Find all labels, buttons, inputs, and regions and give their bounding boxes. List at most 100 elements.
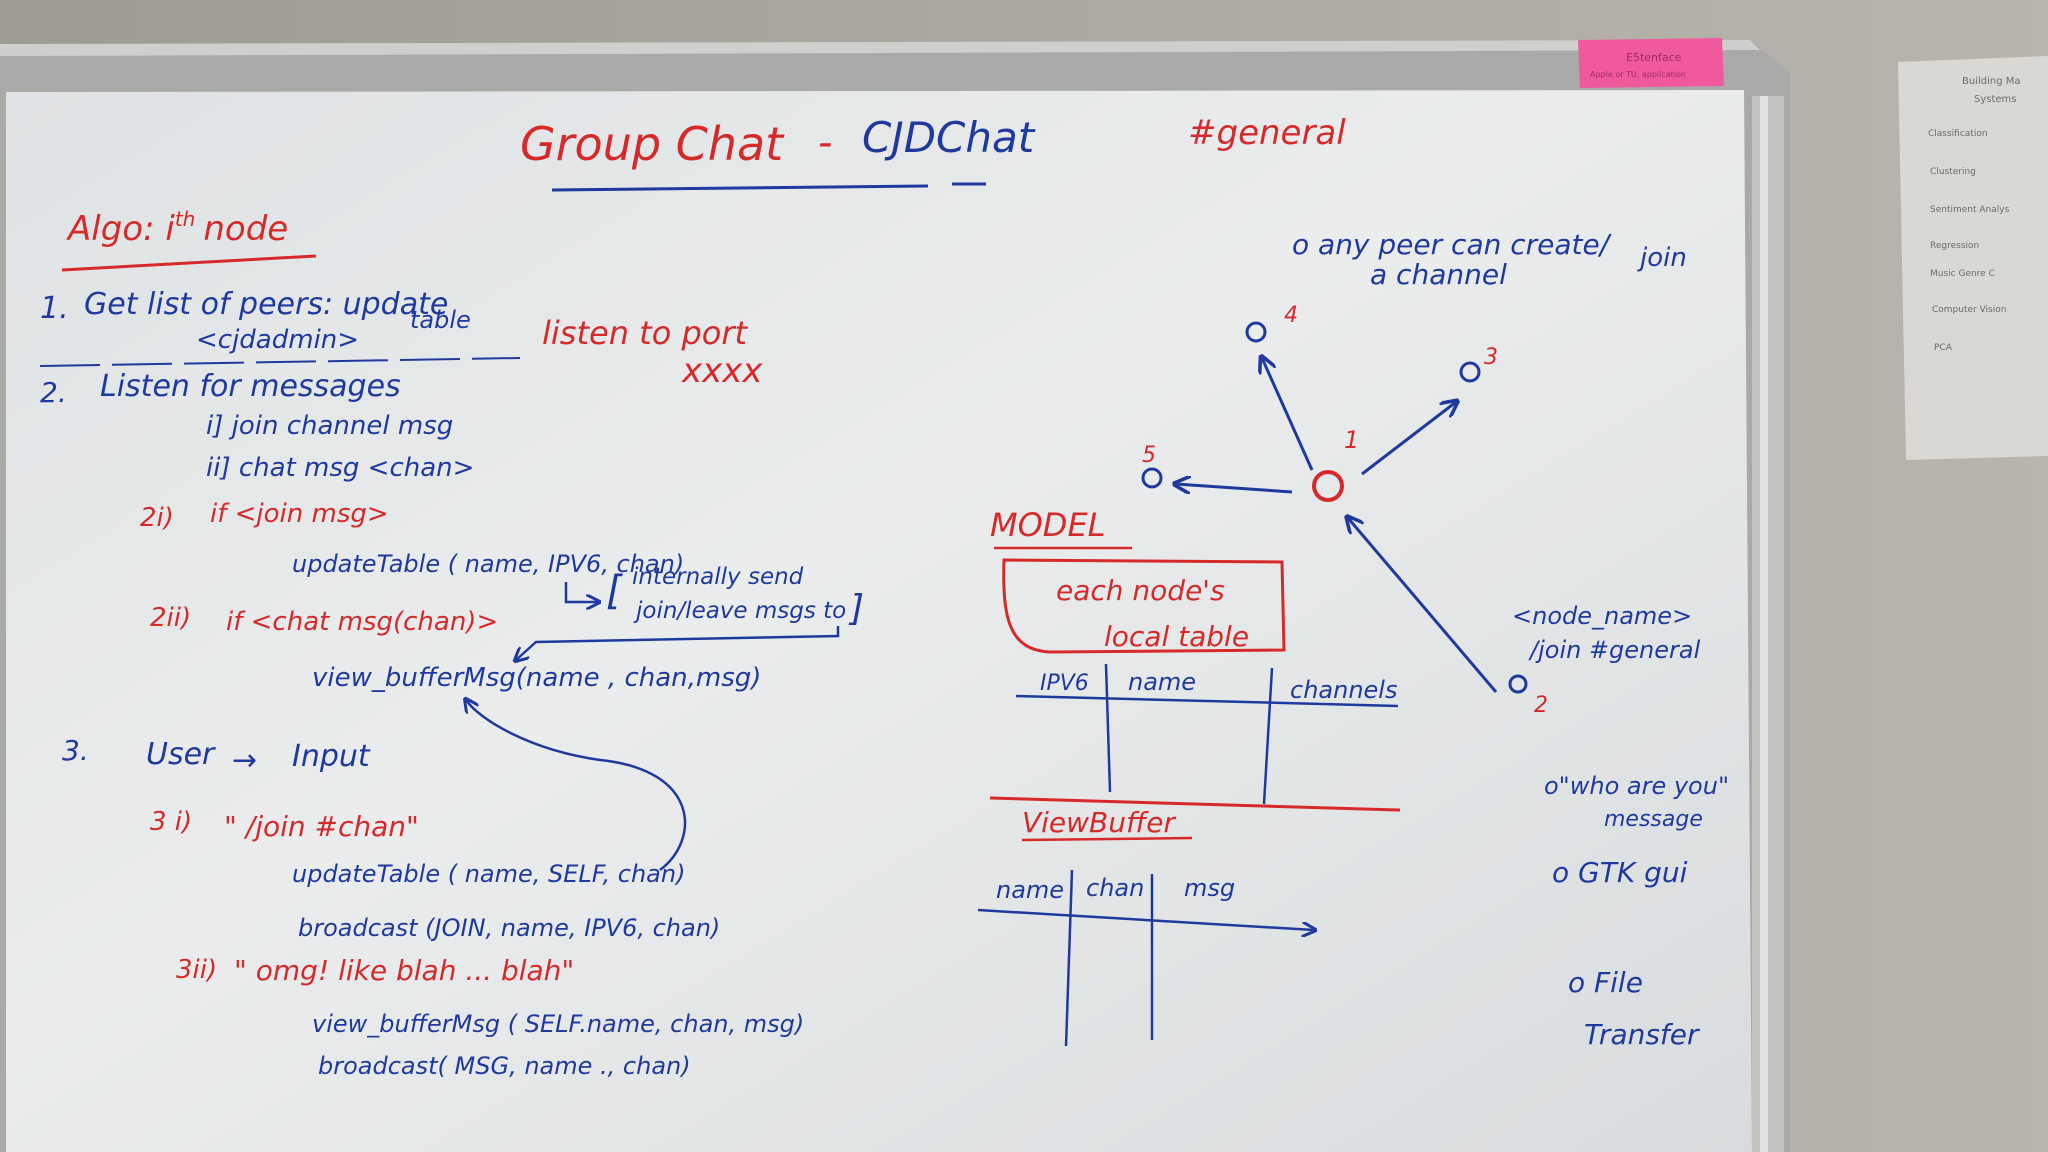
model-box-line-1: each node's — [1056, 574, 1225, 607]
internally-line-2: join/leave msgs to — [633, 598, 846, 624]
update-table-call-2: updateTable ( name, SELF, chan) — [292, 860, 685, 888]
step3ii-label: 3ii) — [176, 955, 217, 985]
table-col-divider-1 — [1104, 663, 1112, 793]
graph-node-4 — [1245, 321, 1267, 343]
table-header-ipv6: IPV6 — [1040, 671, 1089, 696]
note-file-transfer-1: o File — [1568, 966, 1643, 999]
title-channel: #general — [1188, 113, 1346, 153]
step3-user: User — [146, 737, 216, 772]
broadcast-call-2: broadcast( MSG, name ., chan) — [318, 1052, 691, 1080]
step3i-label: 3 i) — [150, 807, 192, 837]
step2ii-condition: if <chat msg(chan)> — [226, 607, 498, 637]
algo-underline — [61, 254, 317, 272]
internal-to-view-arrow — [516, 626, 840, 660]
step2i-label: 2i) — [140, 503, 174, 533]
note-who-are-you-1: o"who are you" — [1544, 772, 1729, 800]
step1-text: Get list of peers: update — [84, 287, 448, 322]
graph-node-center — [1312, 470, 1344, 502]
graph-node-label-5: 5 — [1142, 443, 1156, 468]
step2i-condition: if <join msg> — [210, 499, 389, 529]
title-underline — [551, 184, 929, 192]
step1-separator — [39, 357, 521, 367]
graph-node-label-4: 4 — [1284, 303, 1298, 328]
whiteboard-surface — [6, 90, 1752, 1152]
paper-item: Music Genre C — [1930, 269, 1995, 279]
graph-edge-to-5 — [1176, 484, 1293, 492]
bracket-open: [ — [606, 568, 623, 614]
step3-arrow: → — [232, 743, 257, 778]
sticky-note-text-1: E5tenface — [1626, 51, 1682, 64]
paper-item: Sentiment Analys — [1930, 205, 2010, 215]
view-buffer-call-2: view_bufferMsg ( SELF.name, chan, msg) — [312, 1010, 804, 1038]
broadcast-call-1: broadcast (JOIN, name, IPV6, chan) — [298, 914, 720, 942]
sticky-note-text-2: Apple or TU, application — [1590, 70, 1686, 79]
step3-number: 3. — [62, 734, 89, 767]
title-dash: - — [818, 120, 832, 166]
update-to-view-arrow — [466, 700, 687, 871]
sticky-note: E5tenface Apple or TU, application — [1578, 38, 1724, 88]
paper-title-1: Building Ma — [1962, 76, 2021, 87]
buffer-header-rule — [977, 908, 1314, 930]
buffer-header-name: name — [996, 876, 1064, 904]
listen-port-text: listen to port — [542, 314, 748, 352]
step1-sub: <cjdadmin> — [196, 325, 359, 355]
pinned-paper: Building Ma Systems Classification Clust… — [1898, 56, 2048, 460]
graph-edge-to-3 — [1361, 402, 1456, 476]
note-file-transfer-2: Transfer — [1584, 1018, 1700, 1051]
view-buffer-underline — [1021, 836, 1193, 842]
title-part1: Group Chat — [520, 117, 785, 171]
note-peer-create-join: join — [1637, 243, 1687, 273]
peer-graph: 1 4 3 5 2 <node_name> /join #general — [1141, 303, 1701, 718]
table-col-divider-2 — [1262, 667, 1274, 805]
update-table-call-1: updateTable ( name, IPV6, chan) — [292, 550, 684, 578]
model-box — [1002, 558, 1286, 654]
step2-item-i: i] join channel msg — [206, 411, 453, 441]
step1-text-table: table — [410, 306, 471, 334]
note-who-are-you-2: message — [1604, 807, 1703, 832]
right-notes: o any peer can create/ join a channel o"… — [1292, 228, 1729, 1051]
internal-arrow — [564, 582, 598, 602]
graph-node-label-3: 3 — [1484, 345, 1498, 370]
table-header-rule — [1015, 694, 1399, 708]
model-red-rule — [989, 796, 1401, 812]
buffer-col-divider-1 — [1064, 869, 1074, 1047]
graph-node-3 — [1459, 361, 1481, 383]
bracket-close: ] — [848, 588, 864, 629]
board-title: Group Chat - CJDChat #general — [520, 113, 1346, 192]
paper-item: PCA — [1934, 343, 1953, 353]
buffer-header-msg: msg — [1184, 874, 1235, 902]
step2ii-label: 2ii) — [150, 603, 191, 633]
listen-port-number: xxxx — [681, 351, 763, 391]
paper-item: Clustering — [1930, 167, 1976, 177]
paper-item: Classification — [1928, 129, 1988, 139]
step1-number: 1. — [40, 291, 69, 326]
note-peer-create-1: o any peer can create/ — [1292, 228, 1612, 261]
buffer-header-chan: chan — [1086, 874, 1144, 902]
table-header-channels: channels — [1290, 676, 1397, 704]
graph-node-5 — [1141, 467, 1163, 489]
step3ii-command: " omg! like blah ... blah" — [234, 954, 574, 987]
note-gtk-gui: o GTK gui — [1552, 856, 1688, 889]
graph-edge-to-4 — [1262, 358, 1314, 471]
graph-node-2 — [1508, 674, 1528, 694]
model-box-line-2: local table — [1104, 620, 1249, 653]
graph-edge-from-2 — [1348, 518, 1498, 693]
paper-item: Regression — [1930, 241, 1979, 251]
graph-node-label-1: 1 — [1344, 426, 1359, 454]
step3i-command: " /join #chan" — [224, 810, 419, 843]
step2-number: 2. — [40, 376, 67, 409]
model-section: MODEL each node's local table IPV6 name … — [977, 506, 1401, 1047]
paper-item: Computer Vision — [1932, 305, 2006, 315]
table-header-name: name — [1128, 668, 1196, 696]
graph-node-label-2: 2 — [1534, 693, 1548, 718]
step2-item-ii: ii] chat msg <chan> — [206, 453, 474, 483]
view-buffer-call-1: view_bufferMsg(name , chan,msg) — [312, 663, 761, 693]
graph-join-line-1: <node_name> — [1512, 602, 1692, 630]
note-peer-create-2: a channel — [1370, 258, 1507, 291]
view-buffer-heading: ViewBuffer — [1022, 806, 1176, 839]
internally-line-1: internally send — [632, 564, 804, 590]
model-heading: MODEL — [990, 506, 1105, 544]
